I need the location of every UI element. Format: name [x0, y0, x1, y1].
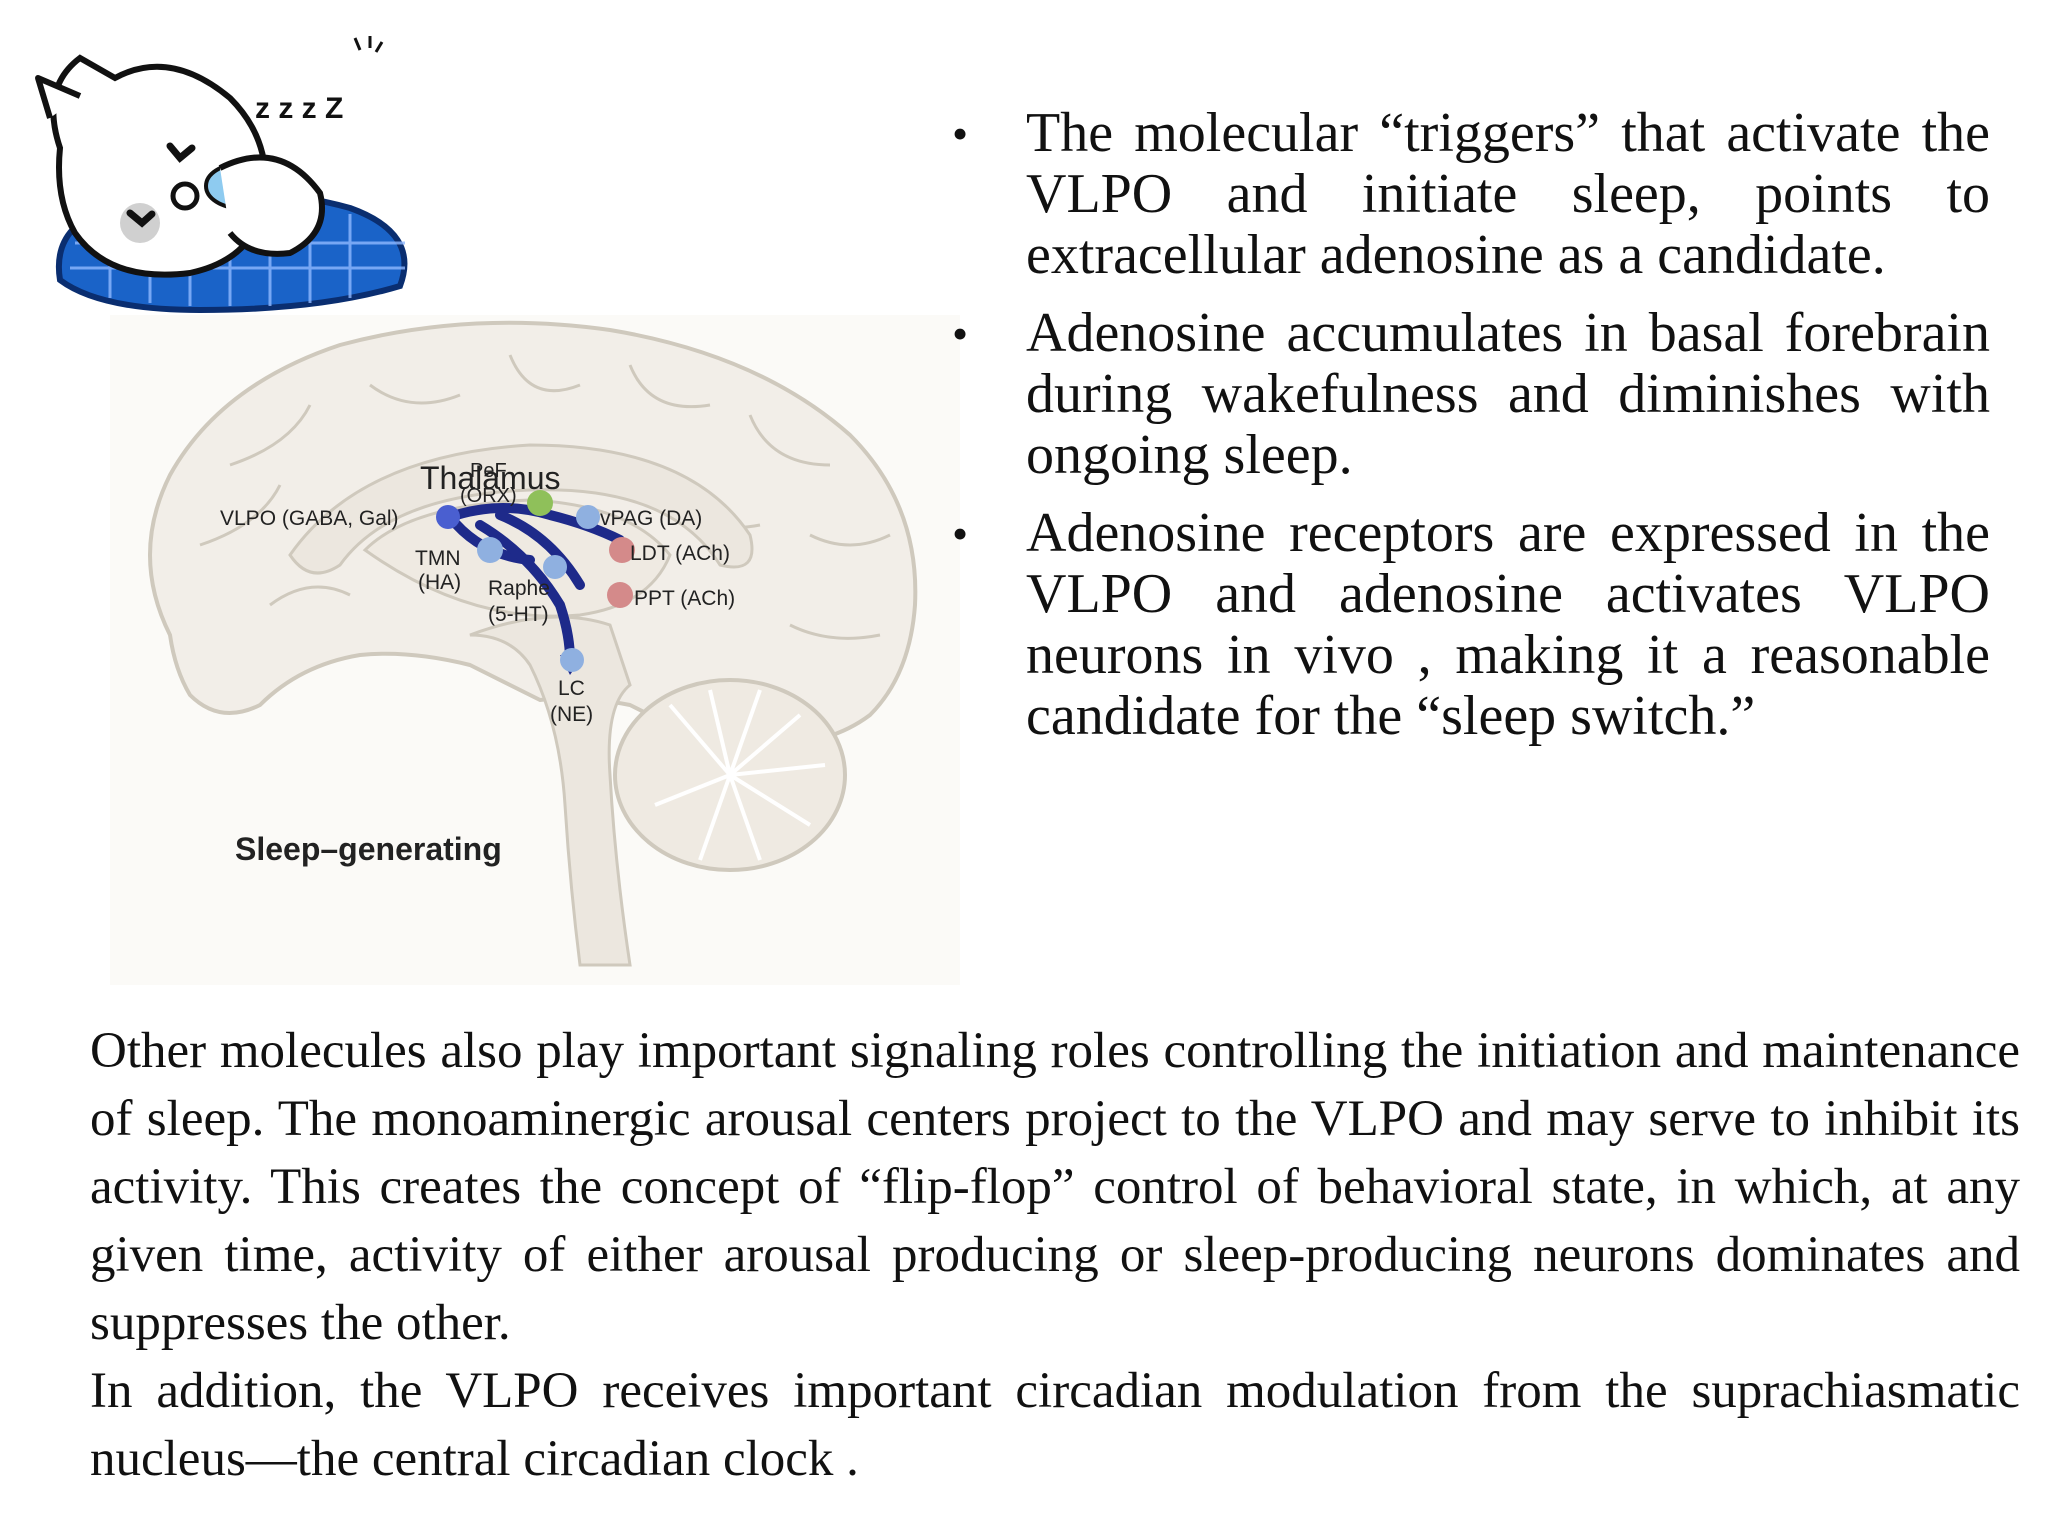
sleeping-cat-icon: z z z Z: [35, 36, 408, 314]
body-paragraph: Other molecules also play important sign…: [90, 1017, 2020, 1493]
label-orx: (ORX): [460, 485, 517, 507]
bullet-marker: •: [952, 308, 969, 359]
label-ppt: PPT (ACh): [634, 587, 735, 610]
node-ppt: [607, 582, 633, 608]
label-thalamus: Thalamus: [420, 460, 561, 496]
label-tmn: TMN: [415, 547, 461, 570]
label-pef: PeF: [470, 460, 507, 482]
bullet-text: Adenosine receptors are expressed in the…: [1026, 502, 1990, 747]
bullet-item: • Adenosine receptors are expressed in t…: [938, 503, 1990, 747]
node-pef: [527, 490, 553, 516]
label-vpag: vPAG (DA): [600, 507, 702, 530]
node-vlpo: [436, 505, 460, 529]
label-5ht: (5-HT): [488, 603, 549, 626]
node-raphe: [543, 555, 567, 579]
label-raphe: Raphe: [488, 577, 550, 600]
node-vpag: [576, 505, 600, 529]
label-vlpo: VLPO (GABA, Gal): [220, 507, 399, 530]
paragraph-line: In addition, the VLPO receives important…: [90, 1363, 2020, 1487]
bullet-text: The molecular “triggers” that activate t…: [1026, 102, 1990, 286]
label-ldt: LDT (ACh): [630, 542, 730, 565]
label-lc: LC: [558, 677, 585, 700]
node-ldt: [609, 537, 635, 563]
bullet-item: • Adenosine accumulates in basal forebra…: [938, 303, 1990, 486]
brain-sagittal-diagram: Thalamus PeF (ORX) VLPO (GABA, Gal) vPAG…: [110, 315, 960, 985]
bullet-marker: •: [952, 108, 969, 159]
bullet-item: • The molecular “triggers” that activate…: [938, 103, 1990, 286]
paragraph-line: Other molecules also play important sign…: [90, 1023, 2020, 1351]
node-lc: [560, 648, 584, 672]
label-ha: (HA): [418, 571, 461, 594]
bullet-text: Adenosine accumulates in basal forebrain…: [1026, 302, 1990, 486]
label-ne: (NE): [550, 703, 593, 726]
bullet-marker: •: [952, 508, 969, 559]
node-tmn: [477, 537, 503, 563]
zzz-text: z z z Z: [255, 92, 343, 125]
bullet-list: • The molecular “triggers” that activate…: [938, 103, 1990, 764]
label-sleep-generating: Sleep–generating: [235, 831, 502, 867]
